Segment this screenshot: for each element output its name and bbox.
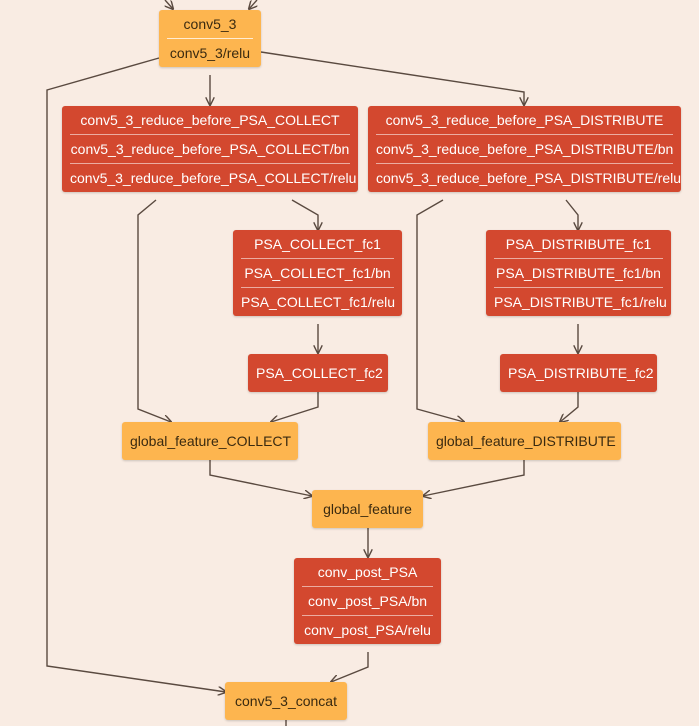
edge-input-a-conv5_3 — [165, 0, 173, 9]
node-row: conv5_3_reduce_before_PSA_COLLECT/bn — [70, 134, 350, 163]
edge-collect_fc2-gf_collect — [271, 392, 319, 422]
node-collect-fc2[interactable]: PSA_COLLECT_fc2 — [248, 354, 388, 392]
node-row: PSA_DISTRIBUTE_fc1/relu — [494, 287, 667, 316]
node-row: conv5_3_reduce_before_PSA_DISTRIBUTE/rel… — [376, 163, 681, 192]
edge-distribute_fc2-gf_distribute — [560, 392, 579, 422]
node-row: conv5_3_reduce_before_PSA_DISTRIBUTE — [385, 112, 664, 128]
node-row: global_feature — [323, 501, 412, 517]
node-row: global_feature_COLLECT — [130, 433, 292, 449]
edge-reduce_distribute-distribute_fc1 — [565, 199, 578, 230]
node-conv5_3-concat[interactable]: conv5_3_concat — [225, 682, 347, 720]
edge-conv_post-concat — [331, 652, 369, 682]
node-row: PSA_COLLECT_fc1/relu — [241, 287, 395, 316]
node-row: PSA_COLLECT_fc2 — [256, 365, 383, 381]
node-row: conv5_3/relu — [167, 38, 253, 67]
edge-input-b-conv5_3 — [249, 0, 257, 9]
node-row: PSA_DISTRIBUTE_fc1/bn — [494, 258, 663, 287]
edge-conv5_3-reduce_distribute — [260, 51, 524, 105]
node-row: PSA_COLLECT_fc1/bn — [241, 258, 394, 287]
node-row: conv5_3_reduce_before_PSA_COLLECT/relu — [70, 163, 356, 192]
node-row: conv5_3 — [183, 16, 237, 32]
node-collect-fc1[interactable]: PSA_COLLECT_fc1 PSA_COLLECT_fc1/bn PSA_C… — [233, 230, 402, 316]
node-global-feature-distribute[interactable]: global_feature_DISTRIBUTE — [428, 422, 621, 460]
edge-gf_distribute-global_feature — [423, 460, 525, 496]
node-distribute-fc1[interactable]: PSA_DISTRIBUTE_fc1 PSA_DISTRIBUTE_fc1/bn… — [486, 230, 671, 316]
node-global-feature[interactable]: global_feature — [312, 490, 423, 528]
edge-gf_collect-global_feature — [209, 460, 312, 496]
node-reduce-collect[interactable]: conv5_3_reduce_before_PSA_COLLECT conv5_… — [62, 106, 358, 192]
node-row: conv5_3_reduce_before_PSA_COLLECT — [80, 112, 340, 128]
node-row: PSA_COLLECT_fc1 — [254, 236, 381, 252]
node-row: conv5_3_reduce_before_PSA_DISTRIBUTE/bn — [376, 134, 673, 163]
node-conv5_3[interactable]: conv5_3 conv5_3/relu — [159, 10, 261, 67]
edge-conv5_3-concat — [46, 57, 226, 692]
node-conv-post-psa[interactable]: conv_post_PSA conv_post_PSA/bn conv_post… — [294, 558, 441, 644]
node-row: PSA_DISTRIBUTE_fc2 — [508, 365, 654, 381]
node-distribute-fc2[interactable]: PSA_DISTRIBUTE_fc2 — [500, 354, 657, 392]
node-global-feature-collect[interactable]: global_feature_COLLECT — [122, 422, 298, 460]
edge-reduce_collect-collect_fc1 — [291, 199, 318, 230]
node-reduce-distribute[interactable]: conv5_3_reduce_before_PSA_DISTRIBUTE con… — [368, 106, 681, 192]
node-row: conv5_3_concat — [235, 693, 337, 709]
node-row: conv_post_PSA — [317, 564, 418, 580]
node-row: global_feature_DISTRIBUTE — [436, 433, 616, 449]
edge-reduce_collect-gf_collect — [137, 199, 171, 422]
node-row: PSA_DISTRIBUTE_fc1 — [505, 236, 652, 252]
node-row: conv_post_PSA/relu — [302, 615, 433, 644]
node-row: conv_post_PSA/bn — [302, 586, 433, 615]
edge-reduce_distribute-gf_distribute — [416, 199, 464, 422]
